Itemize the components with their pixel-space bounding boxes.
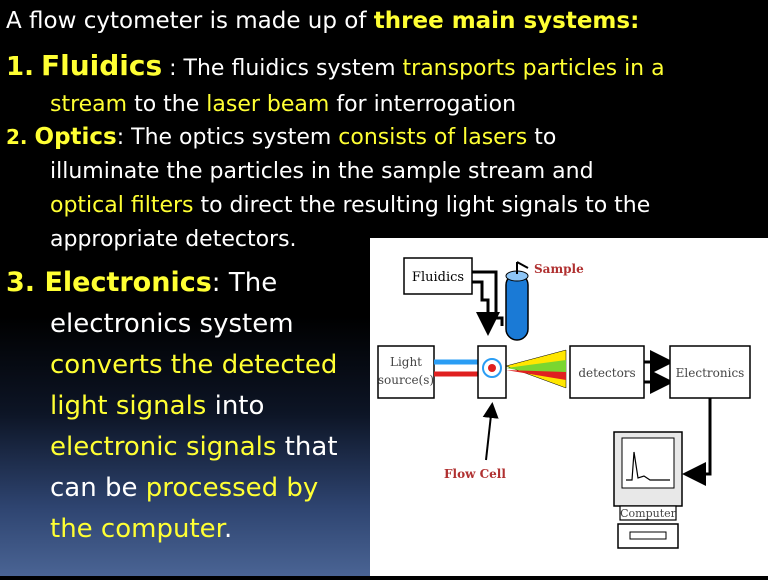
electronics-line5b: that [276, 432, 338, 462]
intro-emphasis: three main systems: [373, 8, 640, 34]
detectors-box [569, 345, 645, 399]
fluidics-text-c: stream [50, 92, 128, 117]
electronics-line4a: light signals [50, 391, 207, 421]
computer-label-plate [619, 505, 677, 521]
fluidics-line-2: stream to the laser beam for interrogati… [6, 87, 665, 123]
computer-label: Computer [620, 507, 677, 520]
electronics-line-2: electronics system [6, 304, 338, 345]
sample-tube [505, 273, 529, 341]
optics-line2: illuminate the particles in the sample s… [50, 159, 594, 184]
optics-item: 2. Optics: The optics system consists of… [6, 120, 650, 257]
flow-cell-pointer [482, 402, 499, 461]
optics-line-3: optical filters to direct the resulting … [6, 189, 650, 223]
electronics-line-5: electronic signals that [6, 427, 338, 468]
optics-text-e: to direct the resulting light signals to… [193, 193, 651, 218]
electronics-line-4: light signals into [6, 386, 338, 427]
optics-line-2: illuminate the particles in the sample s… [6, 155, 650, 189]
optics-number: 2. [6, 125, 28, 149]
electronics-line-6: can be processed by [6, 468, 338, 509]
screen-histogram-icon [626, 451, 670, 481]
fluidics-sep: : [162, 56, 184, 81]
electronics-line-7: the computer. [6, 509, 338, 550]
fluidics-line-1: 1. Fluidics : The fluidics system transp… [6, 48, 665, 87]
fluidics-item: 1. Fluidics : The fluidics system transp… [6, 48, 665, 123]
fluidics-box [403, 257, 473, 295]
sample-label: Sample [534, 262, 584, 276]
light-source-box [377, 345, 435, 399]
light-source-label-2: source(s) [378, 373, 434, 387]
fluidics-arrow [472, 280, 500, 336]
scatter-cone-red [506, 370, 566, 380]
fluidics-number: 1. [6, 52, 34, 82]
optics-line4: appropriate detectors. [50, 227, 297, 252]
computer-drive-slot [629, 531, 667, 540]
flow-cell-particle [488, 364, 496, 372]
fluidics-text-f: for interrogation [329, 92, 517, 117]
fluidics-text-b: transports particles in a [402, 56, 665, 81]
optics-text-b: consists of lasers [338, 125, 528, 150]
intro-line: A flow cytometer is made up of three mai… [6, 8, 639, 34]
electronics-line6b: processed by [145, 473, 319, 503]
electronics-line-1: 3. Electronics: The [6, 262, 338, 304]
fluidics-text-e: laser beam [206, 92, 330, 117]
optics-sep: : [116, 125, 132, 150]
fluidics-line [472, 270, 504, 326]
electronics-line6a: can be [50, 473, 146, 503]
electronics-line-3: converts the detected [6, 345, 338, 386]
electronics-line3: converts the detected [50, 350, 338, 380]
fluidics-heading: Fluidics [40, 49, 163, 82]
fluidics-text-a: The fluidics system [183, 56, 403, 81]
electronics-sep: : [211, 268, 229, 298]
electronics-line4b: into [206, 391, 265, 421]
optics-heading: Optics [34, 124, 117, 150]
electronics-heading: 3. Electronics [6, 267, 212, 298]
diagram-svg: Fluidics Sample Light source(s) detector… [377, 257, 751, 549]
detectors-label: detectors [578, 366, 635, 380]
electronics-label: Electronics [676, 366, 745, 380]
optics-text-c: to [527, 125, 557, 150]
light-source-label-1: Light [390, 355, 422, 369]
electronics-line7a: the computer [50, 514, 224, 544]
optics-line-4: appropriate detectors. [6, 223, 650, 257]
optics-line-1: 2. Optics: The optics system consists of… [6, 120, 650, 155]
fluidics-label: Fluidics [412, 270, 464, 285]
flow-cell-label: Flow Cell [444, 467, 506, 481]
electronics-text-a: The [228, 268, 278, 298]
optics-text-a: The optics system [131, 125, 339, 150]
flow-cytometer-diagram: Fluidics Sample Light source(s) detector… [370, 238, 768, 576]
optics-text-d: optical filters [50, 193, 194, 218]
electronics-line2: electronics system [50, 309, 294, 339]
sample-pointer [516, 261, 529, 269]
electronics-line5a: electronic signals [50, 432, 277, 462]
electronics-to-computer-arrow [682, 398, 712, 486]
electronics-line7b: . [223, 514, 233, 544]
electronics-item: 3. Electronics: The electronics system c… [6, 262, 338, 550]
intro-lead: A flow cytometer is made up of [6, 8, 374, 34]
fluidics-text-d: to the [127, 92, 207, 117]
